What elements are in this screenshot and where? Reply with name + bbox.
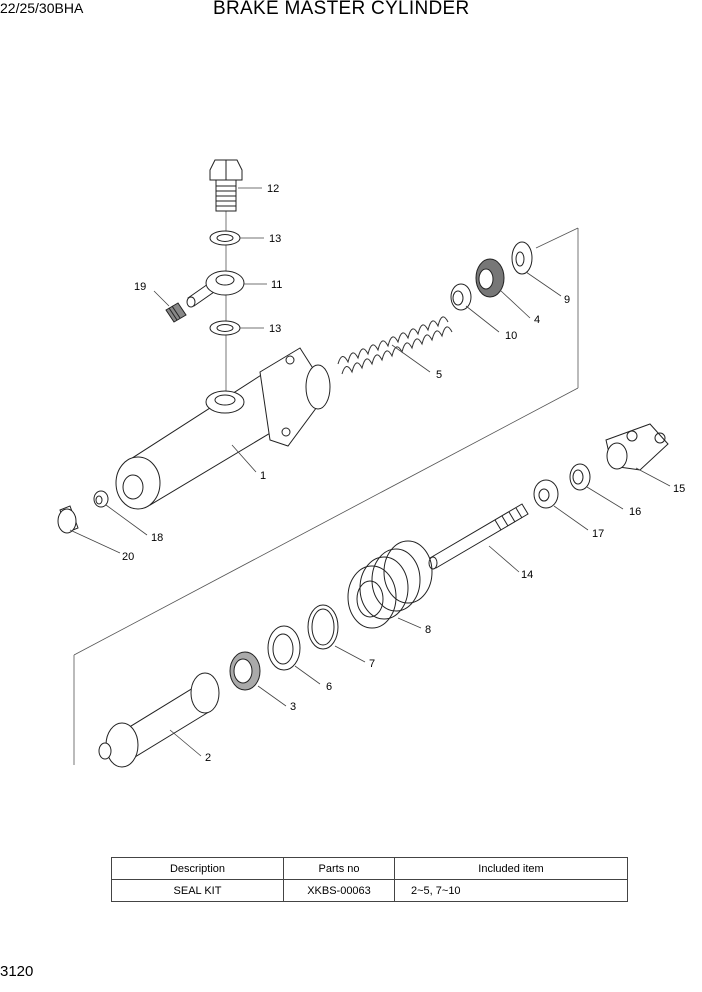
callout-8: 8 [425,624,431,636]
callout-17: 17 [592,528,604,540]
part-1-cylinder-body [115,347,331,510]
callout-13-upper: 13 [269,233,281,245]
callout-18: 18 [151,532,163,544]
part-13-washer-upper [209,230,241,246]
part-6-washer [267,625,301,671]
part-14-push-rod [428,503,529,570]
part-18-plug [93,490,109,508]
part-8-boot [347,540,433,629]
part-4-nut [475,258,505,298]
part-13-washer-lower [209,320,241,336]
table-header-row: Description Parts no Included item [111,857,628,880]
callout-7: 7 [369,658,375,670]
callout-6: 6 [326,681,332,693]
cell-description: SEAL KIT [111,879,284,902]
page-number: 3120 [0,963,34,980]
part-5-spring [337,316,453,375]
part-10-ring [450,283,472,311]
cell-included-item: 2~5, 7~10 [394,879,628,902]
part-3-seal [229,651,261,691]
callout-labels: 12 13 11 13 19 1 5 10 4 9 18 20 15 16 17… [122,183,685,764]
page-title: BRAKE MASTER CYLINDER [213,0,470,19]
callout-12: 12 [267,183,279,195]
column-header-parts-no: Parts no [283,857,395,880]
callout-15: 15 [673,483,685,495]
part-12-bolt [209,159,243,212]
column-header-included-item: Included item [394,857,628,880]
callout-1: 1 [260,470,266,482]
column-header-description: Description [111,857,284,880]
callout-4: 4 [534,314,540,326]
part-16-bushing [569,463,591,491]
callout-19: 19 [134,281,146,293]
seal-kit-table: Description Parts no Included item SEAL … [111,857,628,902]
table-row: SEAL KIT XKBS-00063 2~5, 7~10 [111,879,628,902]
callout-20: 20 [122,551,134,563]
part-2-piston [98,672,220,768]
leader-lines [69,187,671,757]
callout-14: 14 [521,569,533,581]
model-code: 22/25/30BHA [0,0,84,16]
part-15-clevis [605,423,669,471]
callout-11: 11 [271,279,282,291]
callout-10: 10 [505,330,517,342]
part-19-plug [165,302,187,323]
part-17-nut [533,479,559,509]
cell-parts-no: XKBS-00063 [283,879,395,902]
callout-2: 2 [205,752,211,764]
callout-9: 9 [564,294,570,306]
callout-3: 3 [290,701,296,713]
part-20-cap [57,505,79,534]
part-9-washer [511,241,533,275]
part-7-snap-ring [307,604,339,650]
callout-13-lower: 13 [269,323,281,335]
part-11-banjo-fitting [186,270,245,308]
callout-5: 5 [436,369,442,381]
callout-16: 16 [629,506,641,518]
